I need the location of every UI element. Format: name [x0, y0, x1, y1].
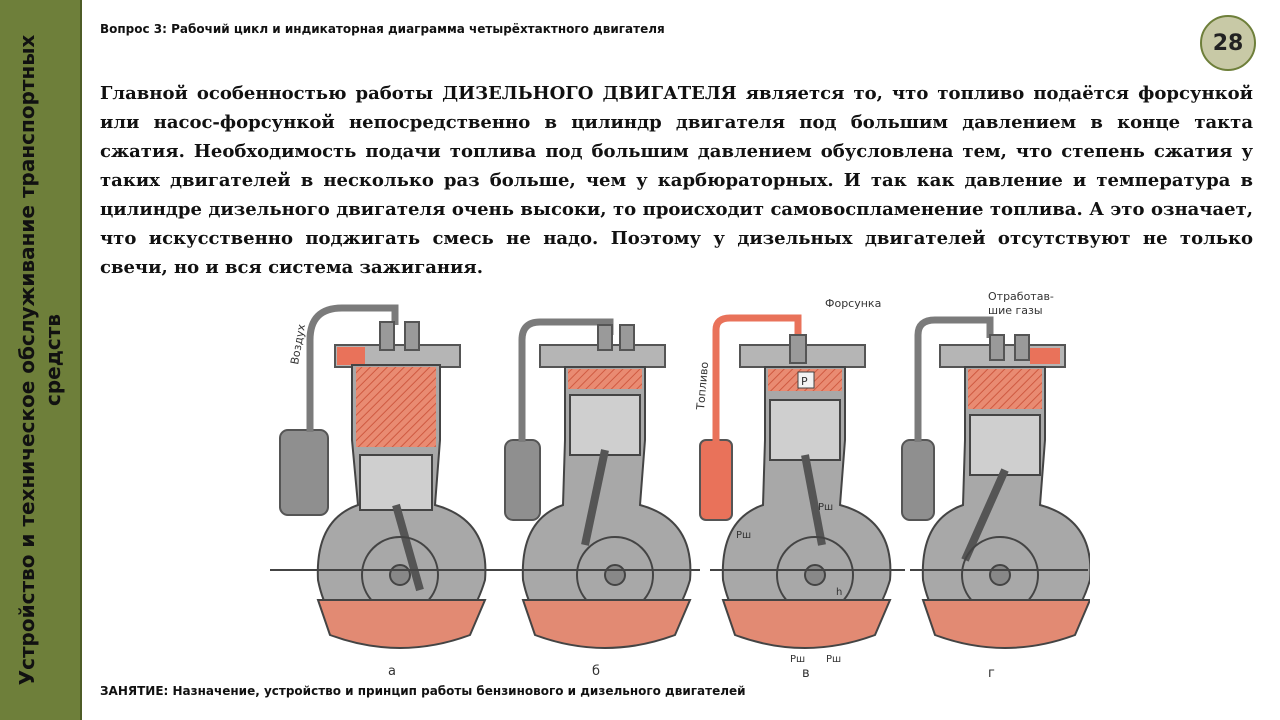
engine-strokes-illustration: а Воздух б [270, 290, 1090, 681]
main-paragraph: Главной особенностью работы ДИЗЕЛЬНОГО Д… [100, 83, 1253, 278]
force-label-1: Рш [818, 502, 833, 513]
engine-c-oil [721, 599, 892, 650]
fuel-label: Топливо [694, 361, 711, 411]
fuel-pump [699, 439, 733, 521]
sidebar: Устройство и техническое обслуживание тр… [0, 0, 82, 720]
fuel-line [712, 314, 802, 442]
force-label-3: Рш [790, 654, 805, 665]
engine-b-pipe [518, 318, 614, 442]
engine-a-pipe [306, 304, 399, 432]
engine-c-piston [769, 399, 841, 461]
engine-d-charge [968, 369, 1042, 409]
engine-b-caption: б [592, 664, 600, 679]
engine-d-pipe [914, 316, 994, 442]
engine-b-filter [504, 439, 541, 521]
engine-d-filter [901, 439, 935, 521]
page-number-badge: 28 [1200, 15, 1256, 71]
engine-d-piston [969, 414, 1041, 476]
engine-b-oil [521, 599, 692, 650]
engine-a-oil [316, 599, 487, 650]
engine-b-piston [569, 394, 641, 456]
engine-d: Отработав- шие газы г [901, 290, 1090, 681]
exhaust-label-line2: шие газы [988, 304, 1043, 317]
engine-a-piston [359, 454, 433, 511]
engine-b-charge [568, 369, 642, 389]
engine-b: б [504, 318, 700, 679]
force-label-4: Рш [826, 654, 841, 665]
injector-label: Форсунка [825, 297, 881, 310]
question-title: Вопрос 3: Рабочий цикл и индикаторная ди… [100, 22, 665, 36]
page-number: 28 [1212, 30, 1244, 56]
engine-d-caption: г [988, 666, 995, 681]
engine-a: а Воздух [270, 304, 520, 679]
engine-d-oil [921, 599, 1090, 650]
diesel-engine-figure: а Воздух б [270, 280, 1090, 685]
engine-a-charge [356, 367, 436, 447]
engine-a-caption: а [388, 664, 396, 679]
h-label: h [836, 587, 842, 598]
sidebar-title: Устройство и техническое обслуживание тр… [15, 34, 65, 686]
engine-a-filter [279, 429, 329, 516]
engine-c-caption: в [802, 666, 810, 681]
exhaust-label-line1: Отработав- [988, 290, 1054, 303]
pressure-label: P [801, 375, 808, 388]
engine-c: P Топливо Форсунка Рш Рш Рш Рш h в [694, 297, 905, 681]
injector [789, 334, 807, 364]
air-label: Воздух [288, 323, 308, 366]
footer-lesson: ЗАНЯТИЕ: Назначение, устройство и принци… [100, 684, 746, 698]
force-label-2: Рш [736, 530, 751, 541]
